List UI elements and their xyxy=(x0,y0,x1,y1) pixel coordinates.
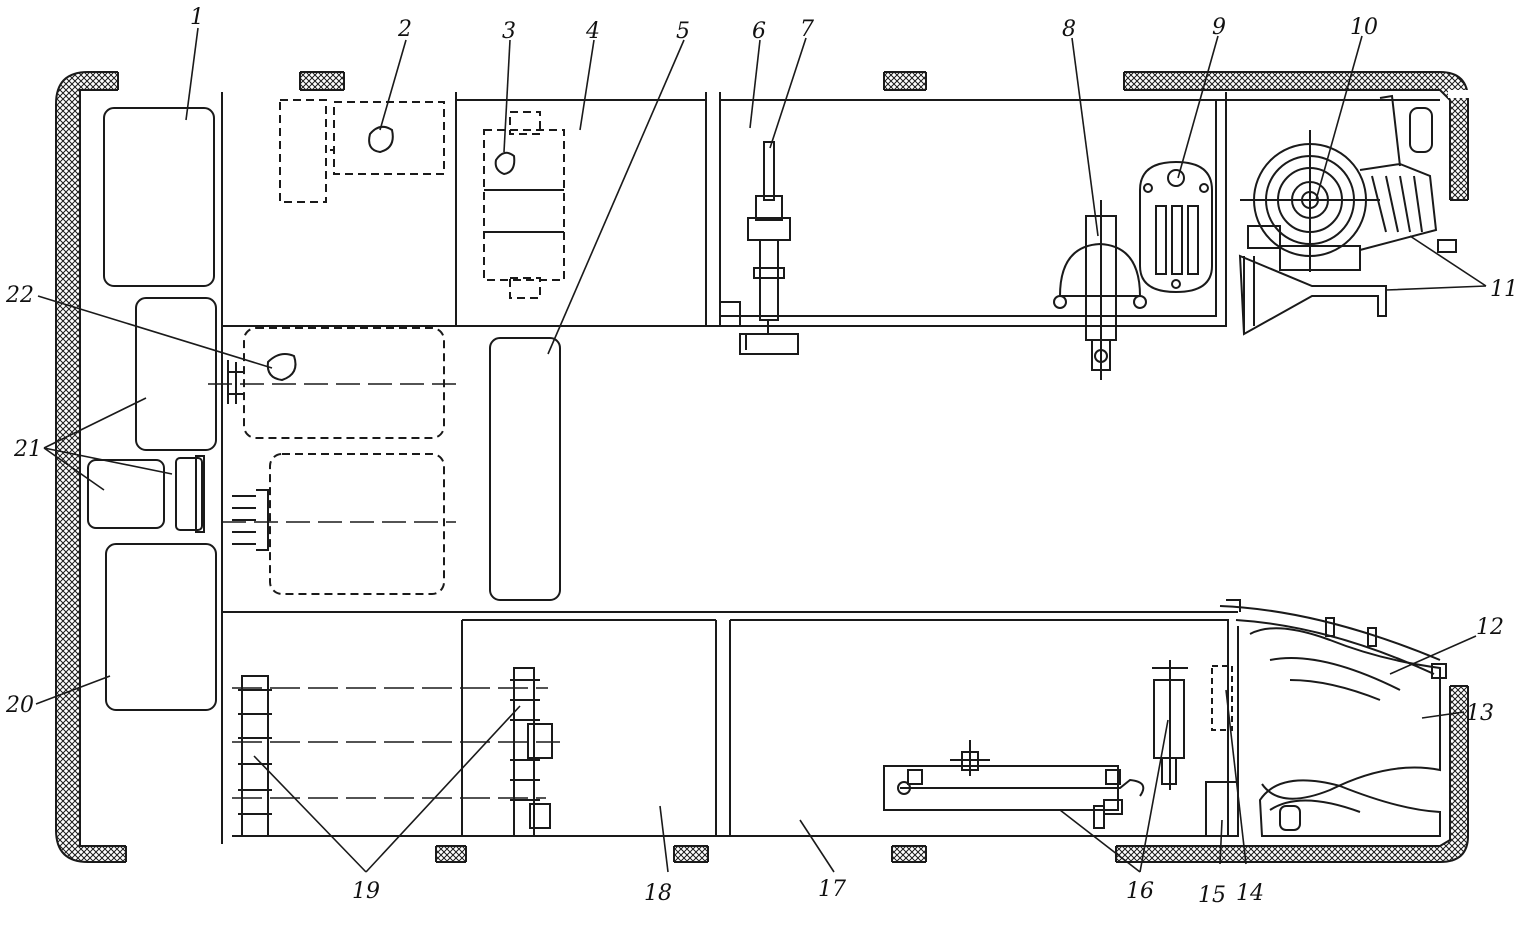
equipment-14 xyxy=(1211,665,1233,731)
cabinet-21b xyxy=(87,459,165,529)
cabinet-21a xyxy=(135,297,217,451)
cabinet-5 xyxy=(489,337,561,601)
callout-4: 4 xyxy=(585,19,600,44)
equipment-19-left xyxy=(238,675,272,837)
equipment-7 xyxy=(719,141,799,355)
callout-11: 11 xyxy=(1490,277,1518,302)
callout-14: 14 xyxy=(1236,881,1264,906)
callout-12: 12 xyxy=(1476,615,1504,640)
callout-21: 21 xyxy=(13,437,42,462)
partitions xyxy=(221,92,1440,844)
wall-openings xyxy=(118,70,1470,864)
equipment-8 xyxy=(1053,200,1147,380)
cabinet-1 xyxy=(103,107,215,287)
equipment-12-13 xyxy=(1219,599,1447,837)
cabinet-20 xyxy=(105,543,217,711)
leader-lines xyxy=(35,27,1487,873)
equipment-22 xyxy=(266,353,297,382)
callout-6: 6 xyxy=(752,19,766,44)
equipment-19-right xyxy=(510,667,553,837)
equipment-2 xyxy=(368,125,394,154)
callout-labels: 1 2 3 4 5 6 7 8 9 10 11 12 13 14 15 16 1… xyxy=(5,5,1518,908)
callout-16: 16 xyxy=(1126,879,1154,904)
callout-9: 9 xyxy=(1212,15,1226,40)
callout-18: 18 xyxy=(644,881,672,906)
callout-20: 20 xyxy=(5,693,34,718)
callout-3: 3 xyxy=(502,19,516,44)
callout-10: 10 xyxy=(1350,15,1378,40)
dashed-equipment xyxy=(243,99,565,595)
callout-2: 2 xyxy=(397,17,412,42)
callout-7: 7 xyxy=(800,17,814,42)
outer-wall xyxy=(55,71,1469,863)
equipment-16 xyxy=(883,660,1188,829)
callout-1: 1 xyxy=(190,5,204,30)
callout-22: 22 xyxy=(5,283,34,308)
equipment-3 xyxy=(494,151,516,176)
callout-19: 19 xyxy=(352,879,380,904)
callout-5: 5 xyxy=(676,19,690,44)
pipe-21 xyxy=(175,457,203,531)
callout-13: 13 xyxy=(1466,701,1494,726)
callout-17: 17 xyxy=(818,877,846,902)
callout-15: 15 xyxy=(1198,883,1226,908)
equipment-10 xyxy=(1240,130,1380,272)
equipment-11 xyxy=(1238,94,1457,336)
equipment-9 xyxy=(1139,160,1213,294)
callout-8: 8 xyxy=(1062,17,1076,42)
